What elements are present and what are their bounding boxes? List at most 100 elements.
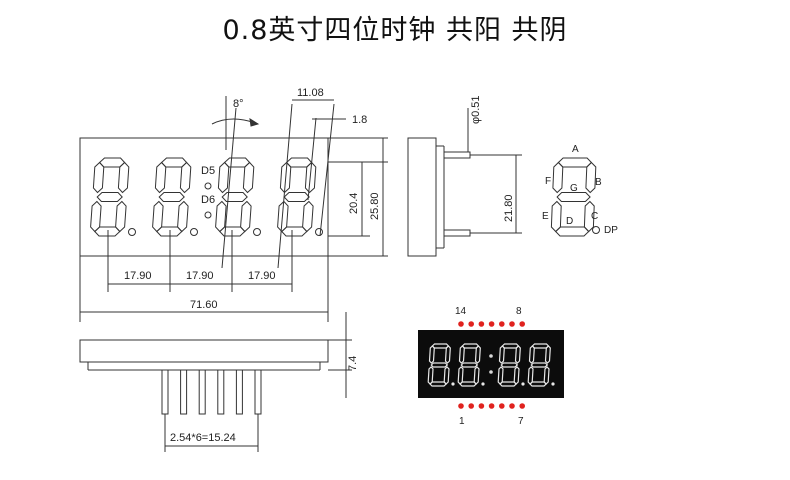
digit-height-label: 20.4: [348, 193, 360, 214]
digit-segment: [152, 200, 164, 233]
seg-label-b: B: [595, 177, 602, 188]
segment-map-segment: [585, 161, 597, 194]
digit-segment: [92, 161, 105, 194]
photo-pin-markers: [458, 321, 525, 409]
segment-map-segment: [550, 200, 562, 233]
digit-segment: [158, 192, 185, 202]
photo-pin-marker: [499, 403, 505, 409]
photo-pin-marker: [478, 321, 485, 327]
bottom-pin: [235, 369, 243, 415]
seg-label-e: E: [542, 211, 549, 222]
digit-segment: [283, 192, 310, 202]
photo-digit-segment: [544, 345, 551, 364]
photo-digit-segment: [530, 362, 549, 368]
photo-digit-segment: [444, 345, 451, 364]
digit-segment: [242, 161, 255, 194]
decimal-point: [253, 228, 261, 236]
pitch-label-2: 17.90: [186, 270, 214, 282]
colon-dot: [204, 211, 212, 219]
side-pin-top: [443, 151, 471, 159]
photo-decimal-point: [451, 382, 455, 386]
photo-pin-marker: [468, 403, 475, 409]
segment-map-segment: [557, 157, 593, 168]
seg-label-f: F: [545, 176, 551, 187]
photo-pin-marker: [488, 321, 495, 327]
photo-pin-marker: [509, 321, 515, 327]
digit-segment: [96, 192, 123, 202]
photo-digits: [427, 343, 555, 387]
seg-label-dp: DP: [604, 225, 618, 236]
colon-label-d5: D5: [201, 165, 215, 177]
slant-line: [319, 103, 335, 237]
photo-decimal-point: [481, 382, 485, 386]
photo-pin-marker: [458, 321, 464, 327]
angle-label: 8°: [233, 98, 244, 110]
segment-map-dp: [592, 226, 600, 234]
colon-dot: [204, 182, 212, 190]
slant-line: [307, 117, 317, 201]
pitch-label-1: 17.90: [124, 270, 152, 282]
digit-segment: [115, 200, 127, 233]
digit-segment: [217, 161, 230, 194]
photo-digit-segment: [430, 362, 449, 368]
segment-map-segment: [556, 192, 591, 202]
page-title: 0.8英寸四位时钟 共阳 共阴: [222, 15, 568, 46]
pin-label-7: 7: [518, 416, 524, 427]
photo-pin-marker: [488, 403, 495, 409]
side-body: [407, 137, 437, 257]
body-height-label: 25.80: [369, 192, 381, 220]
segment-map: [550, 157, 600, 237]
photo-pin-marker: [499, 321, 505, 327]
pin-span-label: 21.80: [503, 194, 515, 222]
decimal-point: [128, 228, 136, 236]
front-view: [79, 96, 388, 322]
photo-digit-segment: [427, 366, 434, 385]
digit-segment: [215, 200, 227, 233]
bottom-pin: [254, 369, 262, 415]
display-body-outline: [79, 137, 329, 257]
front-digits: [90, 157, 323, 237]
seg-label-d: D: [566, 216, 573, 227]
seg-label-g: G: [570, 183, 578, 194]
decimal-point: [315, 228, 323, 236]
product-photo: [418, 321, 564, 409]
photo-digit-segment: [457, 366, 464, 385]
colon-label-d6: D6: [201, 194, 215, 206]
photo-digit-segment: [474, 345, 481, 364]
bottom-pin: [198, 369, 206, 415]
photo-pin-marker: [458, 403, 464, 409]
side-view: [407, 108, 522, 257]
photo-pin-marker: [509, 403, 515, 409]
photo-colon-dot: [489, 370, 493, 374]
bottom-pin: [161, 369, 169, 415]
photo-decimal-point: [551, 382, 555, 386]
photo-pin-marker: [519, 321, 525, 327]
digit-segment: [179, 161, 192, 194]
pin-label-14: 14: [455, 306, 467, 317]
photo-digit-segment: [500, 362, 519, 368]
side-pin-bottom: [443, 229, 471, 237]
pin-dia-label: φ0.51: [470, 95, 482, 124]
total-width-label: 71.60: [190, 299, 218, 311]
bottom-pin: [217, 369, 225, 415]
pin-label-8: 8: [516, 306, 522, 317]
seg-label-c: C: [591, 211, 598, 222]
angle-arc-arrow: [249, 118, 260, 127]
digit-segment: [154, 161, 167, 194]
pitch-label-3: 17.90: [248, 270, 276, 282]
seg-width-label: 1.8: [352, 114, 367, 126]
photo-pin-marker: [478, 403, 485, 409]
segment-map-segment: [552, 161, 564, 194]
pin-pitch-label: 2.54*6=15.24: [170, 432, 236, 444]
digit-segment: [117, 161, 130, 194]
digit-width-label: 11.08: [297, 87, 324, 99]
segment-map-segment: [554, 226, 590, 237]
photo-digit-segment: [458, 345, 465, 364]
seg-label-a: A: [572, 144, 579, 155]
photo-digit-segment: [497, 366, 504, 385]
digit-segment: [304, 161, 317, 194]
digit-segment: [177, 200, 189, 233]
photo-decimal-point: [521, 382, 525, 386]
photo-pin-marker: [468, 321, 475, 327]
